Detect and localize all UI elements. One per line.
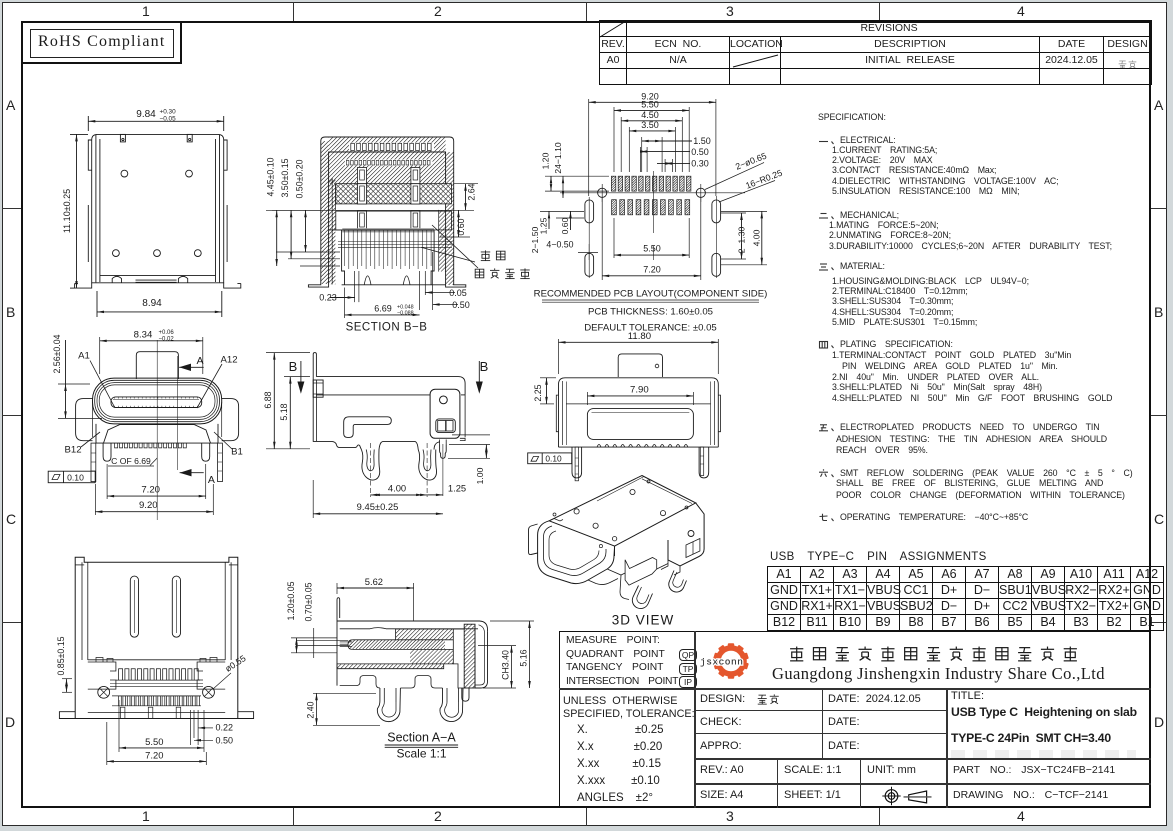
svg-text:3D VIEW: 3D VIEW (612, 613, 675, 628)
svg-text:0.50: 0.50 (691, 147, 709, 157)
svg-text:ø0.55: ø0.55 (223, 653, 247, 674)
svg-text:2−1.50: 2−1.50 (530, 227, 540, 254)
svg-text:0.50±0.20: 0.50±0.20 (295, 159, 305, 198)
svg-text:7.90: 7.90 (630, 385, 649, 396)
svg-text:4.50: 4.50 (641, 110, 659, 120)
svg-text:SECTION B−B: SECTION B−B (346, 322, 428, 334)
svg-text:0.60: 0.60 (456, 218, 466, 235)
svg-text:16−R0.25: 16−R0.25 (744, 168, 784, 191)
svg-text:5.18: 5.18 (279, 403, 289, 420)
svg-text:0.10: 0.10 (545, 453, 562, 463)
svg-text:Scale 1:1: Scale 1:1 (396, 747, 446, 761)
svg-text:B: B (480, 359, 489, 374)
svg-text:4.00: 4.00 (752, 229, 762, 246)
svg-text:C OF 6.69: C OF 6.69 (111, 456, 151, 466)
svg-text:7.20: 7.20 (145, 749, 163, 760)
svg-text:5.50: 5.50 (145, 736, 163, 747)
svg-text:6.88: 6.88 (263, 391, 273, 408)
svg-text:0.85±0.15: 0.85±0.15 (56, 636, 66, 675)
svg-text:8.94: 8.94 (142, 298, 162, 309)
svg-text:24−1.10: 24−1.10 (553, 142, 563, 174)
svg-text:3.50±0.15: 3.50±0.15 (280, 158, 290, 197)
svg-text:−0.05: −0.05 (160, 116, 177, 123)
svg-text:0.10: 0.10 (67, 472, 84, 482)
svg-text:5.50: 5.50 (643, 244, 661, 254)
svg-text:A: A (196, 355, 203, 367)
svg-text:1.20: 1.20 (541, 152, 551, 169)
svg-text:A1: A1 (78, 351, 90, 362)
svg-text:1.25: 1.25 (448, 483, 466, 494)
svg-text:3.50: 3.50 (641, 120, 659, 130)
svg-text:9.20: 9.20 (139, 500, 158, 511)
svg-text:9.20: 9.20 (641, 92, 659, 102)
svg-text:4.00: 4.00 (388, 483, 406, 494)
svg-text:−0.088: −0.088 (397, 311, 414, 317)
svg-text:A: A (208, 474, 215, 486)
svg-text:0.23: 0.23 (319, 293, 337, 303)
svg-text:6.69: 6.69 (374, 304, 392, 314)
svg-text:2−1.30: 2−1.30 (737, 227, 747, 254)
svg-text:DEFAULT TOLERANCE: ±0.05: DEFAULT TOLERANCE: ±0.05 (584, 323, 717, 334)
svg-text:+0.048: +0.048 (397, 305, 414, 311)
svg-text:5.50: 5.50 (641, 100, 659, 110)
svg-text:2.56±0.04: 2.56±0.04 (52, 334, 62, 373)
svg-text:0.22: 0.22 (216, 723, 234, 733)
svg-text:B1: B1 (231, 447, 243, 458)
svg-text:1.25: 1.25 (539, 217, 549, 234)
svg-text:11.10±0.25: 11.10±0.25 (62, 189, 72, 233)
svg-text:0.50: 0.50 (452, 300, 470, 310)
svg-text:0.70±0.05: 0.70±0.05 (304, 582, 314, 621)
svg-text:1.20±0.05: 1.20±0.05 (286, 581, 296, 620)
svg-text:+0.06: +0.06 (159, 330, 175, 336)
svg-text:RECOMMENDED PCB LAYOUT(COMPO: RECOMMENDED PCB LAYOUT(COMPONENT SIDE) (534, 289, 768, 300)
svg-text:A12: A12 (220, 355, 237, 366)
svg-text:0.50: 0.50 (216, 736, 234, 746)
svg-text:1.50: 1.50 (693, 136, 711, 146)
svg-text:0.05: 0.05 (449, 288, 467, 298)
svg-text:0.60: 0.60 (560, 217, 570, 234)
svg-text:7.20: 7.20 (141, 485, 160, 496)
svg-text:7.20: 7.20 (643, 265, 661, 275)
svg-text:Section A−A: Section A−A (387, 731, 456, 745)
svg-text:B: B (289, 359, 298, 374)
svg-text:4.45±0.10: 4.45±0.10 (266, 157, 276, 196)
svg-text:2.64: 2.64 (467, 183, 477, 200)
svg-text:CH3.40: CH3.40 (501, 650, 511, 680)
svg-text:11.80: 11.80 (628, 331, 651, 342)
svg-text:B12: B12 (64, 445, 81, 456)
svg-text:jsxconn: jsxconn (700, 657, 743, 668)
svg-text:4−0.50: 4−0.50 (546, 240, 573, 250)
svg-text:2.25: 2.25 (533, 384, 543, 401)
svg-text:5.62: 5.62 (365, 576, 383, 587)
svg-text:−0.02: −0.02 (159, 337, 175, 343)
svg-text:+0.30: +0.30 (160, 109, 177, 116)
svg-text:PCB THICKNESS: 1.60±0.05: PCB THICKNESS: 1.60±0.05 (588, 307, 713, 318)
svg-text:jsxconn: jsxconn (700, 657, 743, 668)
svg-text:9.84: 9.84 (136, 109, 156, 120)
svg-text:1.00: 1.00 (475, 467, 485, 484)
svg-text:0.30: 0.30 (691, 159, 709, 169)
svg-text:2.40: 2.40 (306, 701, 316, 718)
svg-text:5.16: 5.16 (519, 649, 529, 666)
svg-text:9.45±0.25: 9.45±0.25 (357, 501, 399, 512)
svg-text:8.34: 8.34 (134, 330, 153, 341)
